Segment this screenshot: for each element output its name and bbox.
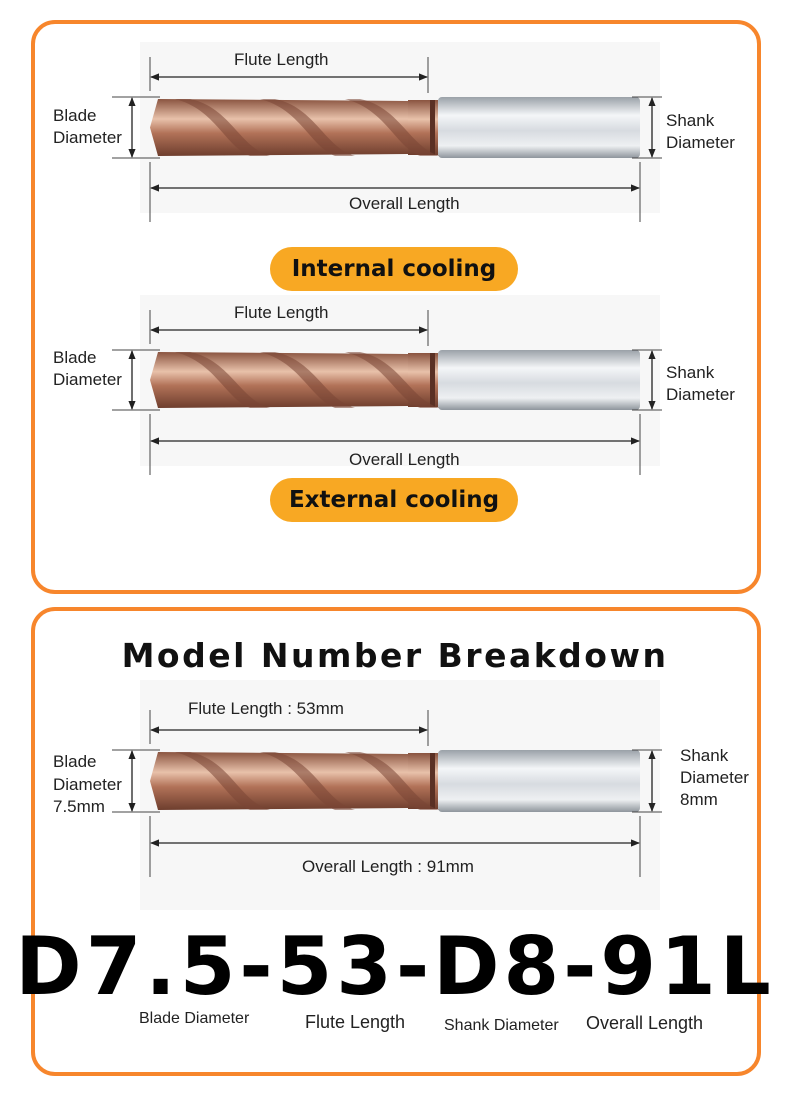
- blade-diameter-label: Blade: [53, 106, 97, 125]
- drill-flute-groove: [260, 99, 355, 156]
- shank-diameter-label: Diameter: [666, 385, 735, 404]
- drill-flute-groove: [175, 99, 270, 156]
- drill-flute-groove: [175, 352, 270, 408]
- overall-length-label: Overall Length: [349, 194, 460, 213]
- shank-diameter-value: 8mm: [680, 790, 718, 809]
- external-cooling-badge: External cooling: [270, 478, 518, 522]
- legend-shank-diameter: Shank Diameter: [444, 1017, 559, 1034]
- legend-flute-length: Flute Length: [305, 1012, 406, 1032]
- legend-blade-diameter: Blade Diameter: [139, 1010, 250, 1027]
- drill-shank: [438, 750, 640, 812]
- blade-diameter-label: Blade: [53, 348, 97, 367]
- overall-length-label: Overall Length: [349, 450, 460, 469]
- drill-collar-ring: [430, 753, 435, 809]
- shank-diameter-label: Shank: [680, 746, 729, 765]
- blade-diameter-value: 7.5mm: [53, 797, 105, 816]
- shank-diameter-label: Diameter: [666, 133, 735, 152]
- shank-diameter-label: Shank: [666, 111, 715, 130]
- drill-flute-groove: [345, 99, 440, 156]
- drill-shank: [438, 350, 640, 410]
- drill-flute-groove: [345, 352, 440, 408]
- internal-cooling-badge: Internal cooling: [270, 247, 518, 291]
- flute-length-label: Flute Length: [234, 50, 329, 69]
- drill-flute-groove: [260, 352, 355, 408]
- overall-length-value-label: Overall Length : 91mm: [302, 857, 474, 876]
- shank-diameter-label: Diameter: [680, 768, 749, 787]
- drill-flute-groove: [175, 752, 270, 810]
- blade-diameter-label: Diameter: [53, 370, 122, 389]
- drill-collar-ring: [430, 353, 435, 407]
- model-code: D7.5-53-D8-91L: [15, 920, 775, 1013]
- flute-length-label: Flute Length: [234, 303, 329, 322]
- blade-diameter-label: Diameter: [53, 775, 122, 794]
- drill-flute-groove: [345, 752, 440, 810]
- breakdown-title: Model Number Breakdown: [121, 636, 669, 675]
- legend-overall-length: Overall Length: [586, 1013, 704, 1033]
- drill-collar-ring: [430, 100, 435, 155]
- drill-shank: [438, 97, 640, 158]
- blade-diameter-label: Diameter: [53, 128, 122, 147]
- drill-flute-groove: [260, 752, 355, 810]
- flute-length-value-label: Flute Length : 53mm: [188, 699, 344, 718]
- blade-diameter-label: Blade: [53, 752, 97, 771]
- shank-diameter-label: Shank: [666, 363, 715, 382]
